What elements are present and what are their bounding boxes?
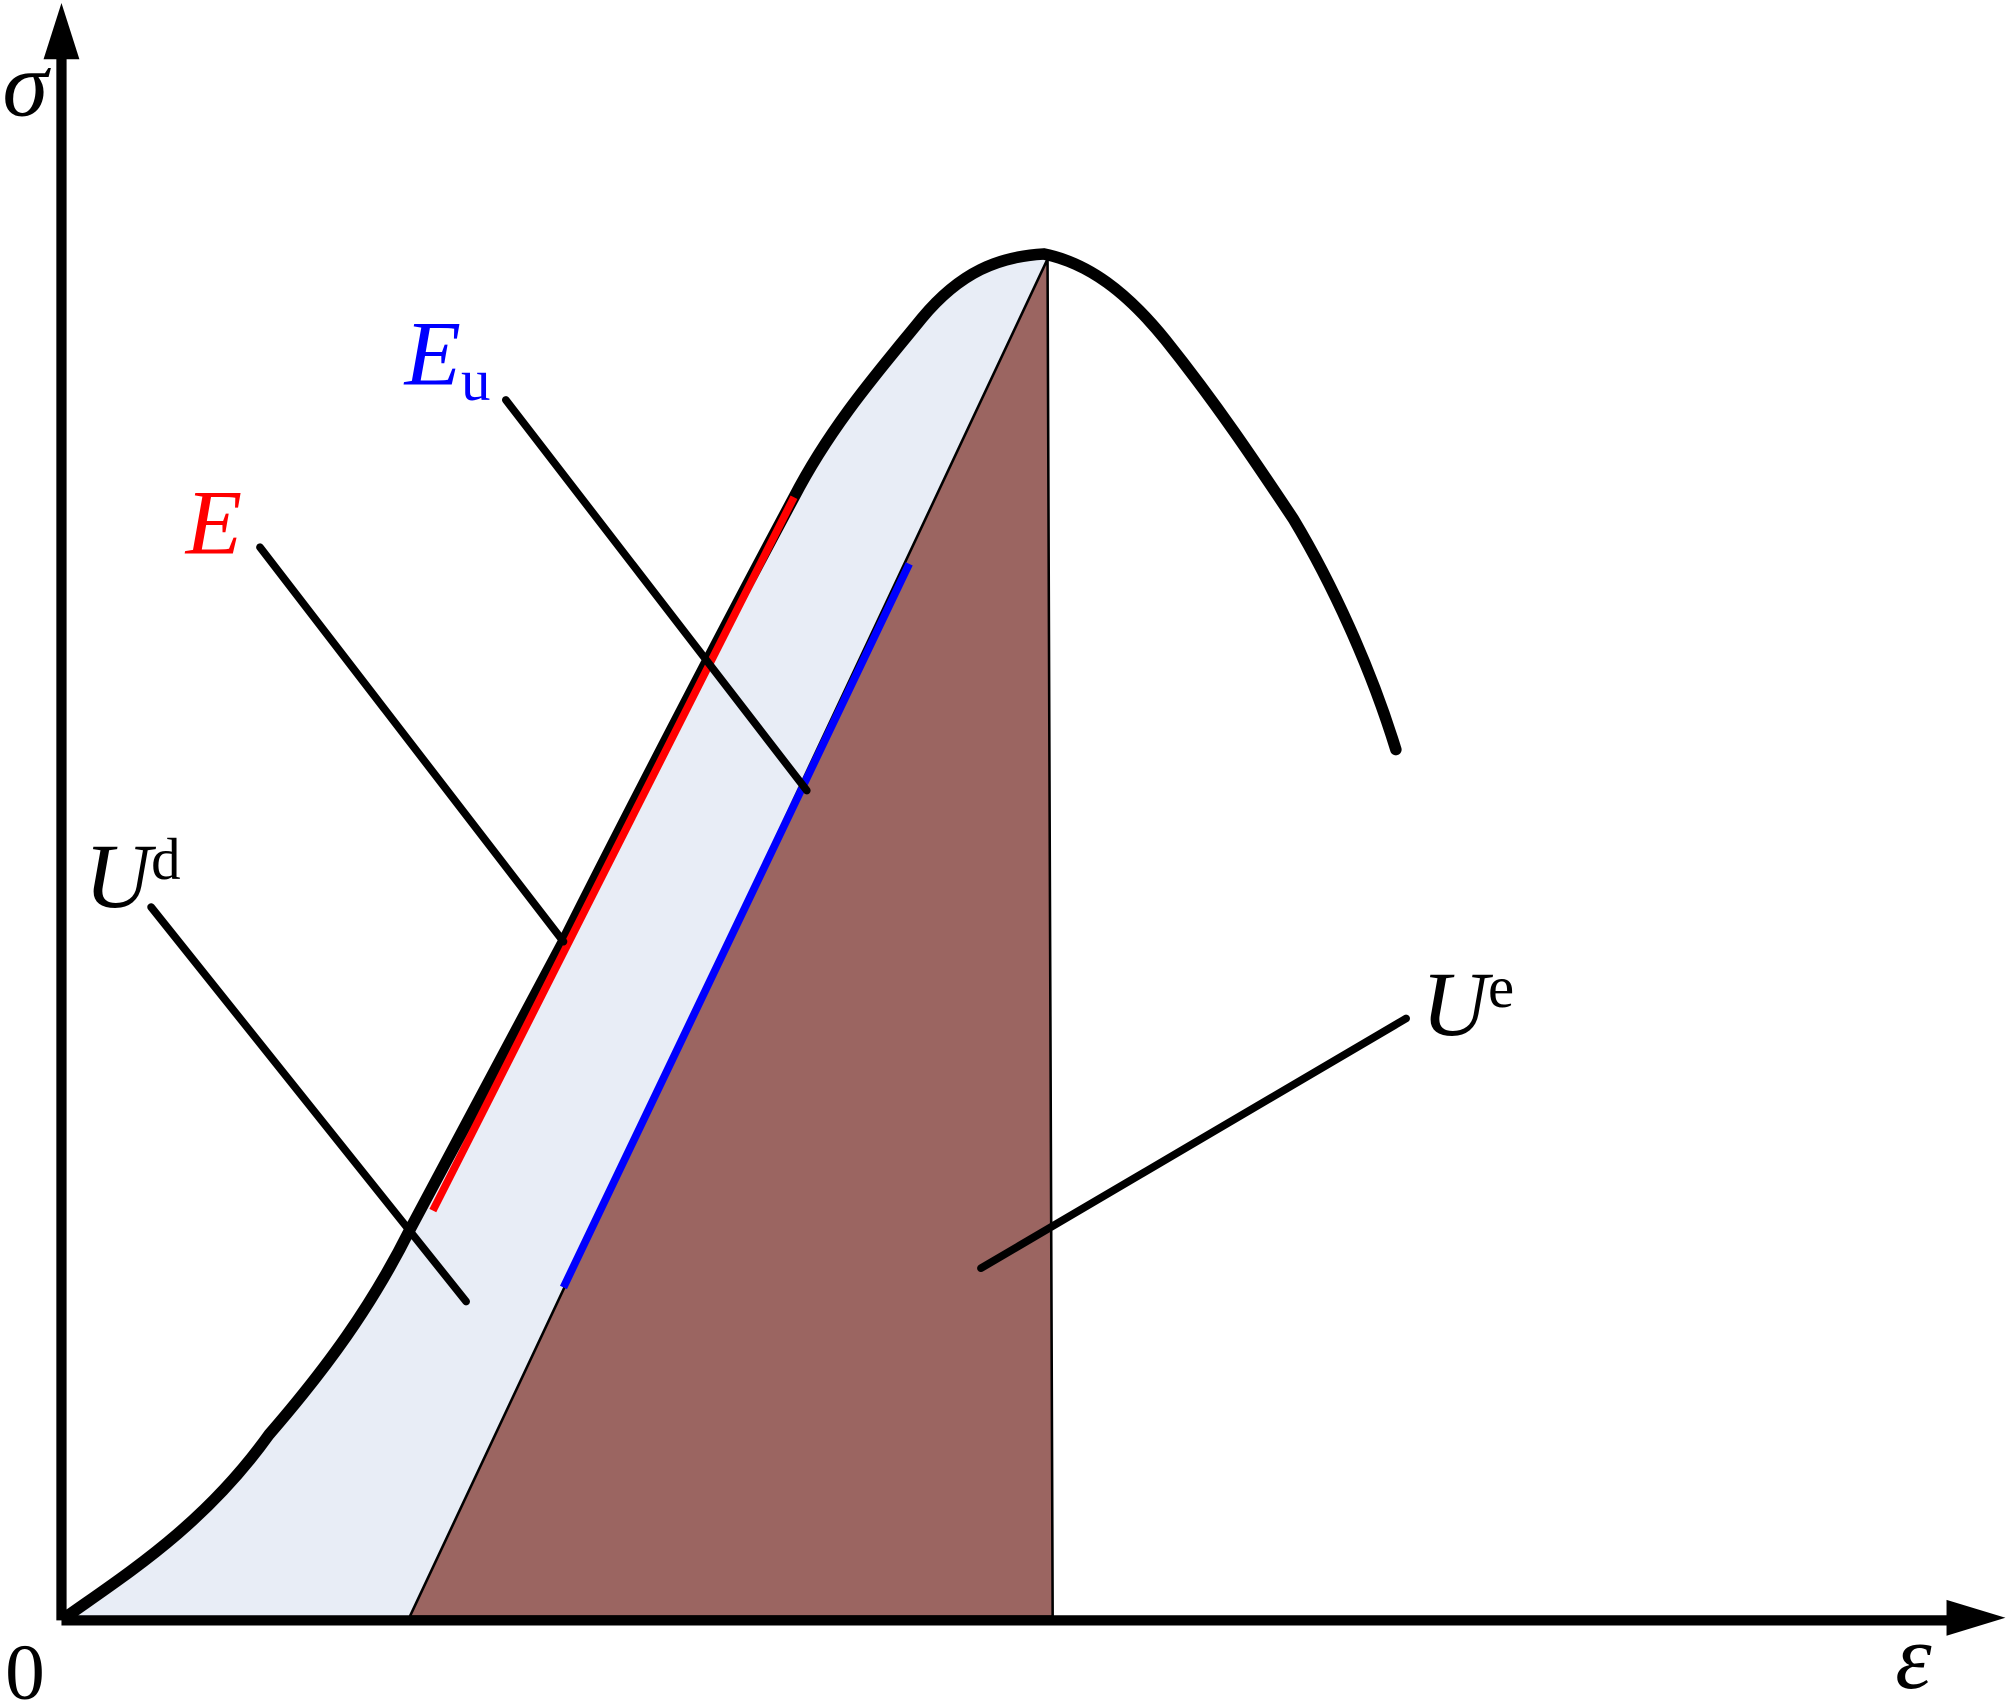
y-axis-label: σ xyxy=(3,34,52,136)
label-E: E xyxy=(184,472,242,574)
y-axis-arrow-icon xyxy=(43,2,80,60)
label-Ue: Ue xyxy=(1421,953,1514,1055)
dissipated-energy-region xyxy=(66,256,1048,1617)
unloading-modulus-line xyxy=(560,562,913,1290)
leader-Eu xyxy=(502,396,811,795)
label-Ud-main: U xyxy=(85,825,157,927)
label-Ue-sup: e xyxy=(1488,955,1514,1020)
label-Eu-sub: u xyxy=(461,348,490,413)
leader-Ue xyxy=(977,1014,1410,1273)
elastic-modulus-line xyxy=(429,495,798,1213)
label-Ud-sup: d xyxy=(151,827,180,892)
label-Ue-main: U xyxy=(1421,953,1493,1055)
label-Ud: Ud xyxy=(85,825,181,927)
x-axis-label: ε xyxy=(1895,1606,1932,1704)
leader-Ud xyxy=(147,903,470,1306)
label-Eu: Eu xyxy=(403,303,491,413)
leader-E xyxy=(256,543,568,946)
origin-label: 0 xyxy=(5,1628,45,1704)
label-Eu-main: E xyxy=(403,303,461,405)
x-axis-arrow-icon xyxy=(1946,1599,2006,1636)
